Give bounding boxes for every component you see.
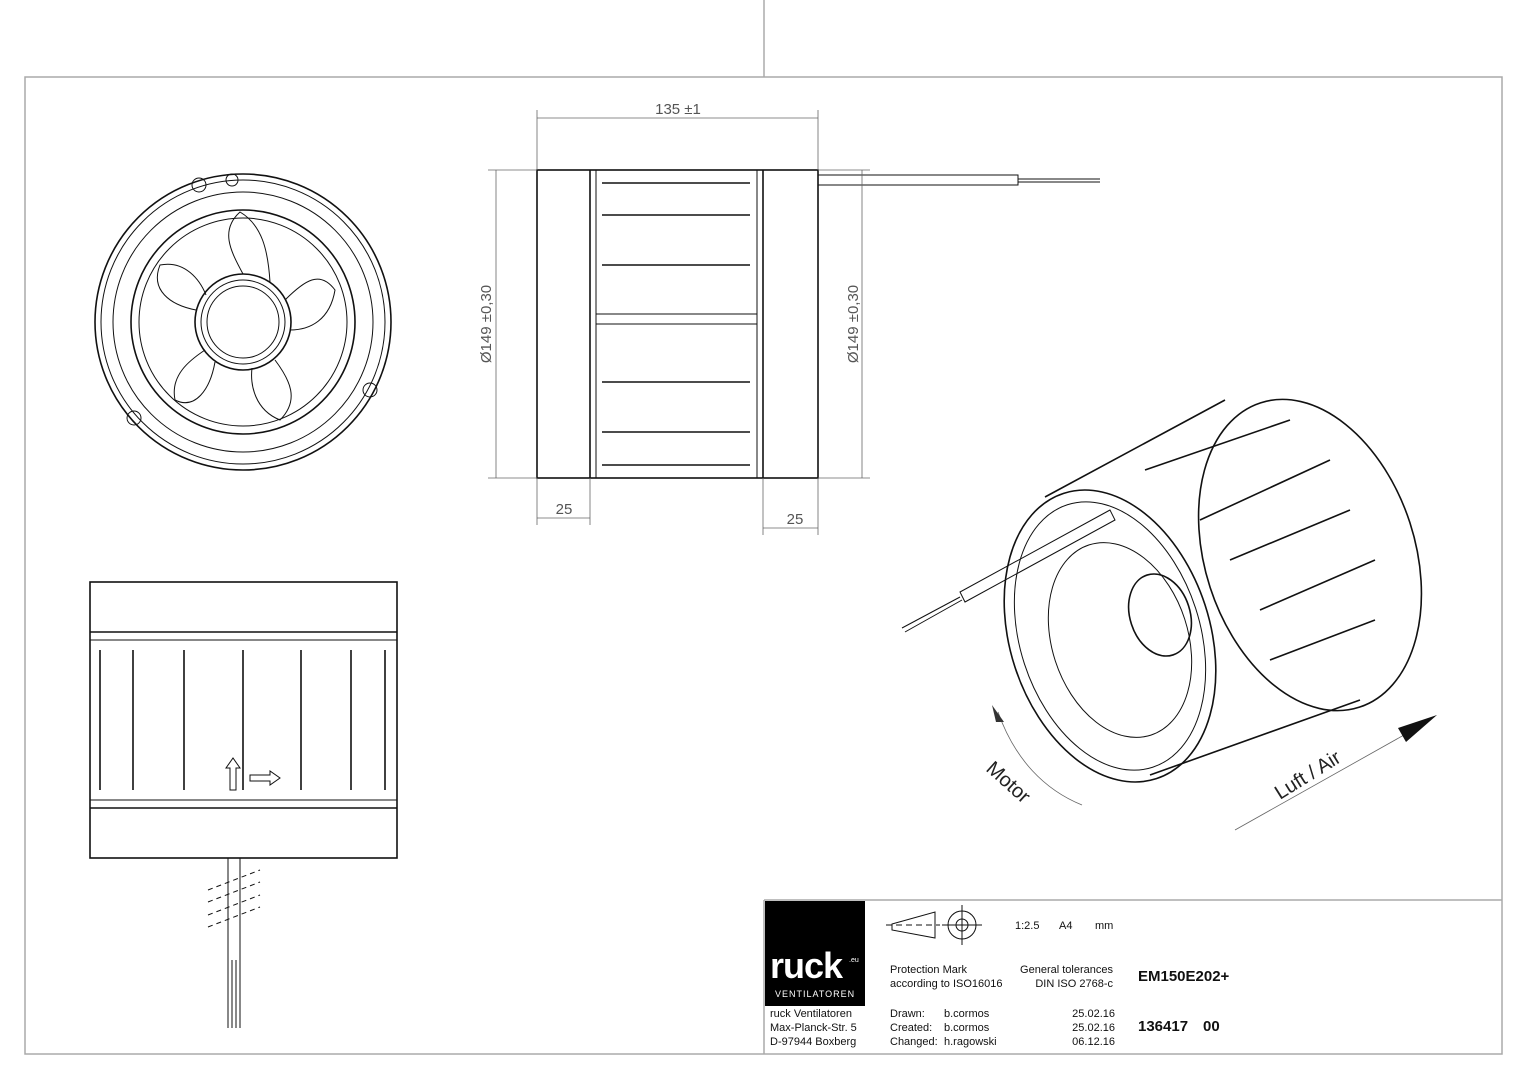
- isometric-view: [901, 398, 1423, 783]
- row-date: 06.12.16: [1072, 1036, 1115, 1048]
- row-date: 25.02.16: [1072, 1008, 1115, 1020]
- air-label: Luft / Air: [1271, 747, 1345, 805]
- dimension-diameter-right: Ø149 ±0,30: [845, 285, 862, 363]
- bottom-view: [89, 581, 398, 1028]
- row-label: Created:: [890, 1022, 933, 1034]
- front-view: [94, 173, 392, 471]
- side-view: [536, 169, 1100, 479]
- row-name: h.ragowski: [944, 1036, 997, 1048]
- protection-mark-2: according to ISO16016: [890, 978, 1003, 990]
- unit: mm: [1095, 920, 1114, 932]
- title-block-frame: [763, 899, 1502, 1054]
- airflow-arrow: [1234, 715, 1437, 831]
- tolerances-1: General tolerances: [1020, 964, 1113, 976]
- logo-sup: .eu: [849, 957, 859, 964]
- row-date: 25.02.16: [1072, 1022, 1115, 1034]
- dimension-band-right: 25: [787, 511, 804, 528]
- drawing-number: 136417: [1138, 1018, 1189, 1035]
- revision: 00: [1203, 1018, 1220, 1035]
- row-label: Drawn:: [890, 1008, 925, 1020]
- scale: 1:2.5: [1015, 920, 1040, 932]
- logo-sub: VENTILATOREN: [775, 989, 856, 999]
- dimension-diameter-left: Ø149 ±0,30: [478, 285, 495, 363]
- dimension-length: 135 ±1: [655, 101, 701, 118]
- protection-mark-1: Protection Mark: [890, 964, 968, 976]
- dimension-band-left: 25: [556, 501, 573, 518]
- row-name: b.cormos: [944, 1022, 990, 1034]
- rotation-arrow: [992, 705, 1083, 806]
- company-street: Max-Planck-Str. 5: [770, 1022, 857, 1034]
- company-city: D-97944 Boxberg: [770, 1036, 857, 1048]
- model-number: EM150E202+: [1138, 968, 1230, 985]
- row-name: b.cormos: [944, 1008, 990, 1020]
- paper-format: A4: [1059, 920, 1073, 932]
- row-label: Changed:: [890, 1036, 938, 1048]
- logo-text: ruck: [770, 945, 843, 986]
- dimension-lines: [488, 110, 870, 535]
- tolerances-2: DIN ISO 2768-c: [1035, 978, 1113, 990]
- company-name: ruck Ventilatoren: [770, 1008, 852, 1020]
